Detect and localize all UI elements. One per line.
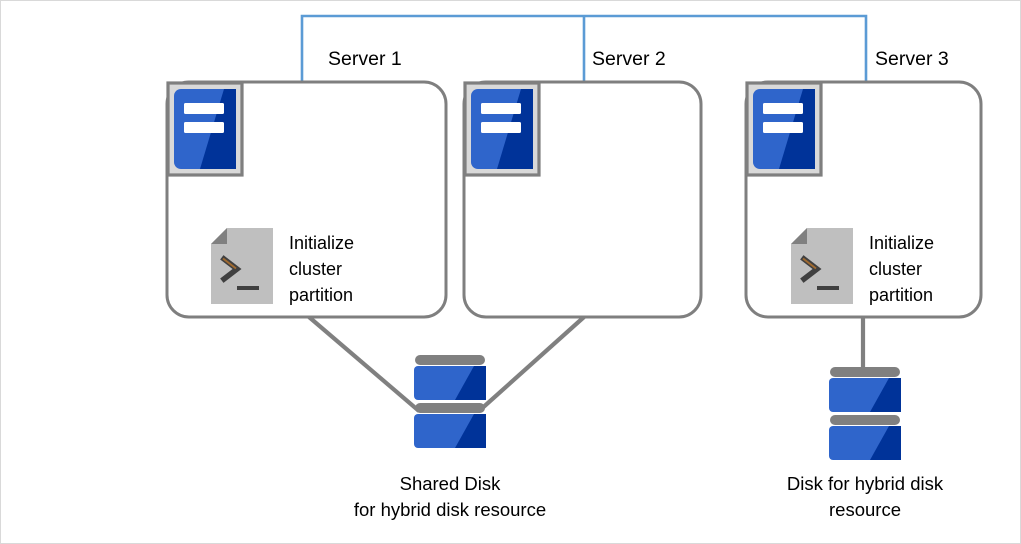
server-1-note: Initialize cluster partition	[289, 233, 355, 305]
server-3-script-icon	[791, 228, 853, 304]
server-1-script-icon	[211, 228, 273, 304]
server-2-label: Server 2	[592, 48, 666, 70]
hybrid-disk-icon	[829, 367, 901, 460]
hybrid-disk-caption: Disk for hybrid disk resource	[786, 473, 944, 520]
group-bracket	[300, 14, 868, 82]
shared-disk-icon	[414, 355, 486, 448]
server-3-label: Server 3	[875, 48, 949, 70]
server-3-icon	[745, 81, 823, 177]
server-2-icon	[463, 81, 541, 177]
server-3-note: Initialize cluster partition	[869, 233, 935, 305]
server-1-label: Server 1	[328, 48, 402, 70]
server-1-icon	[166, 81, 244, 177]
connector-lines	[307, 315, 866, 413]
shared-disk-caption: Shared Disk for hybrid disk resource	[353, 473, 547, 520]
